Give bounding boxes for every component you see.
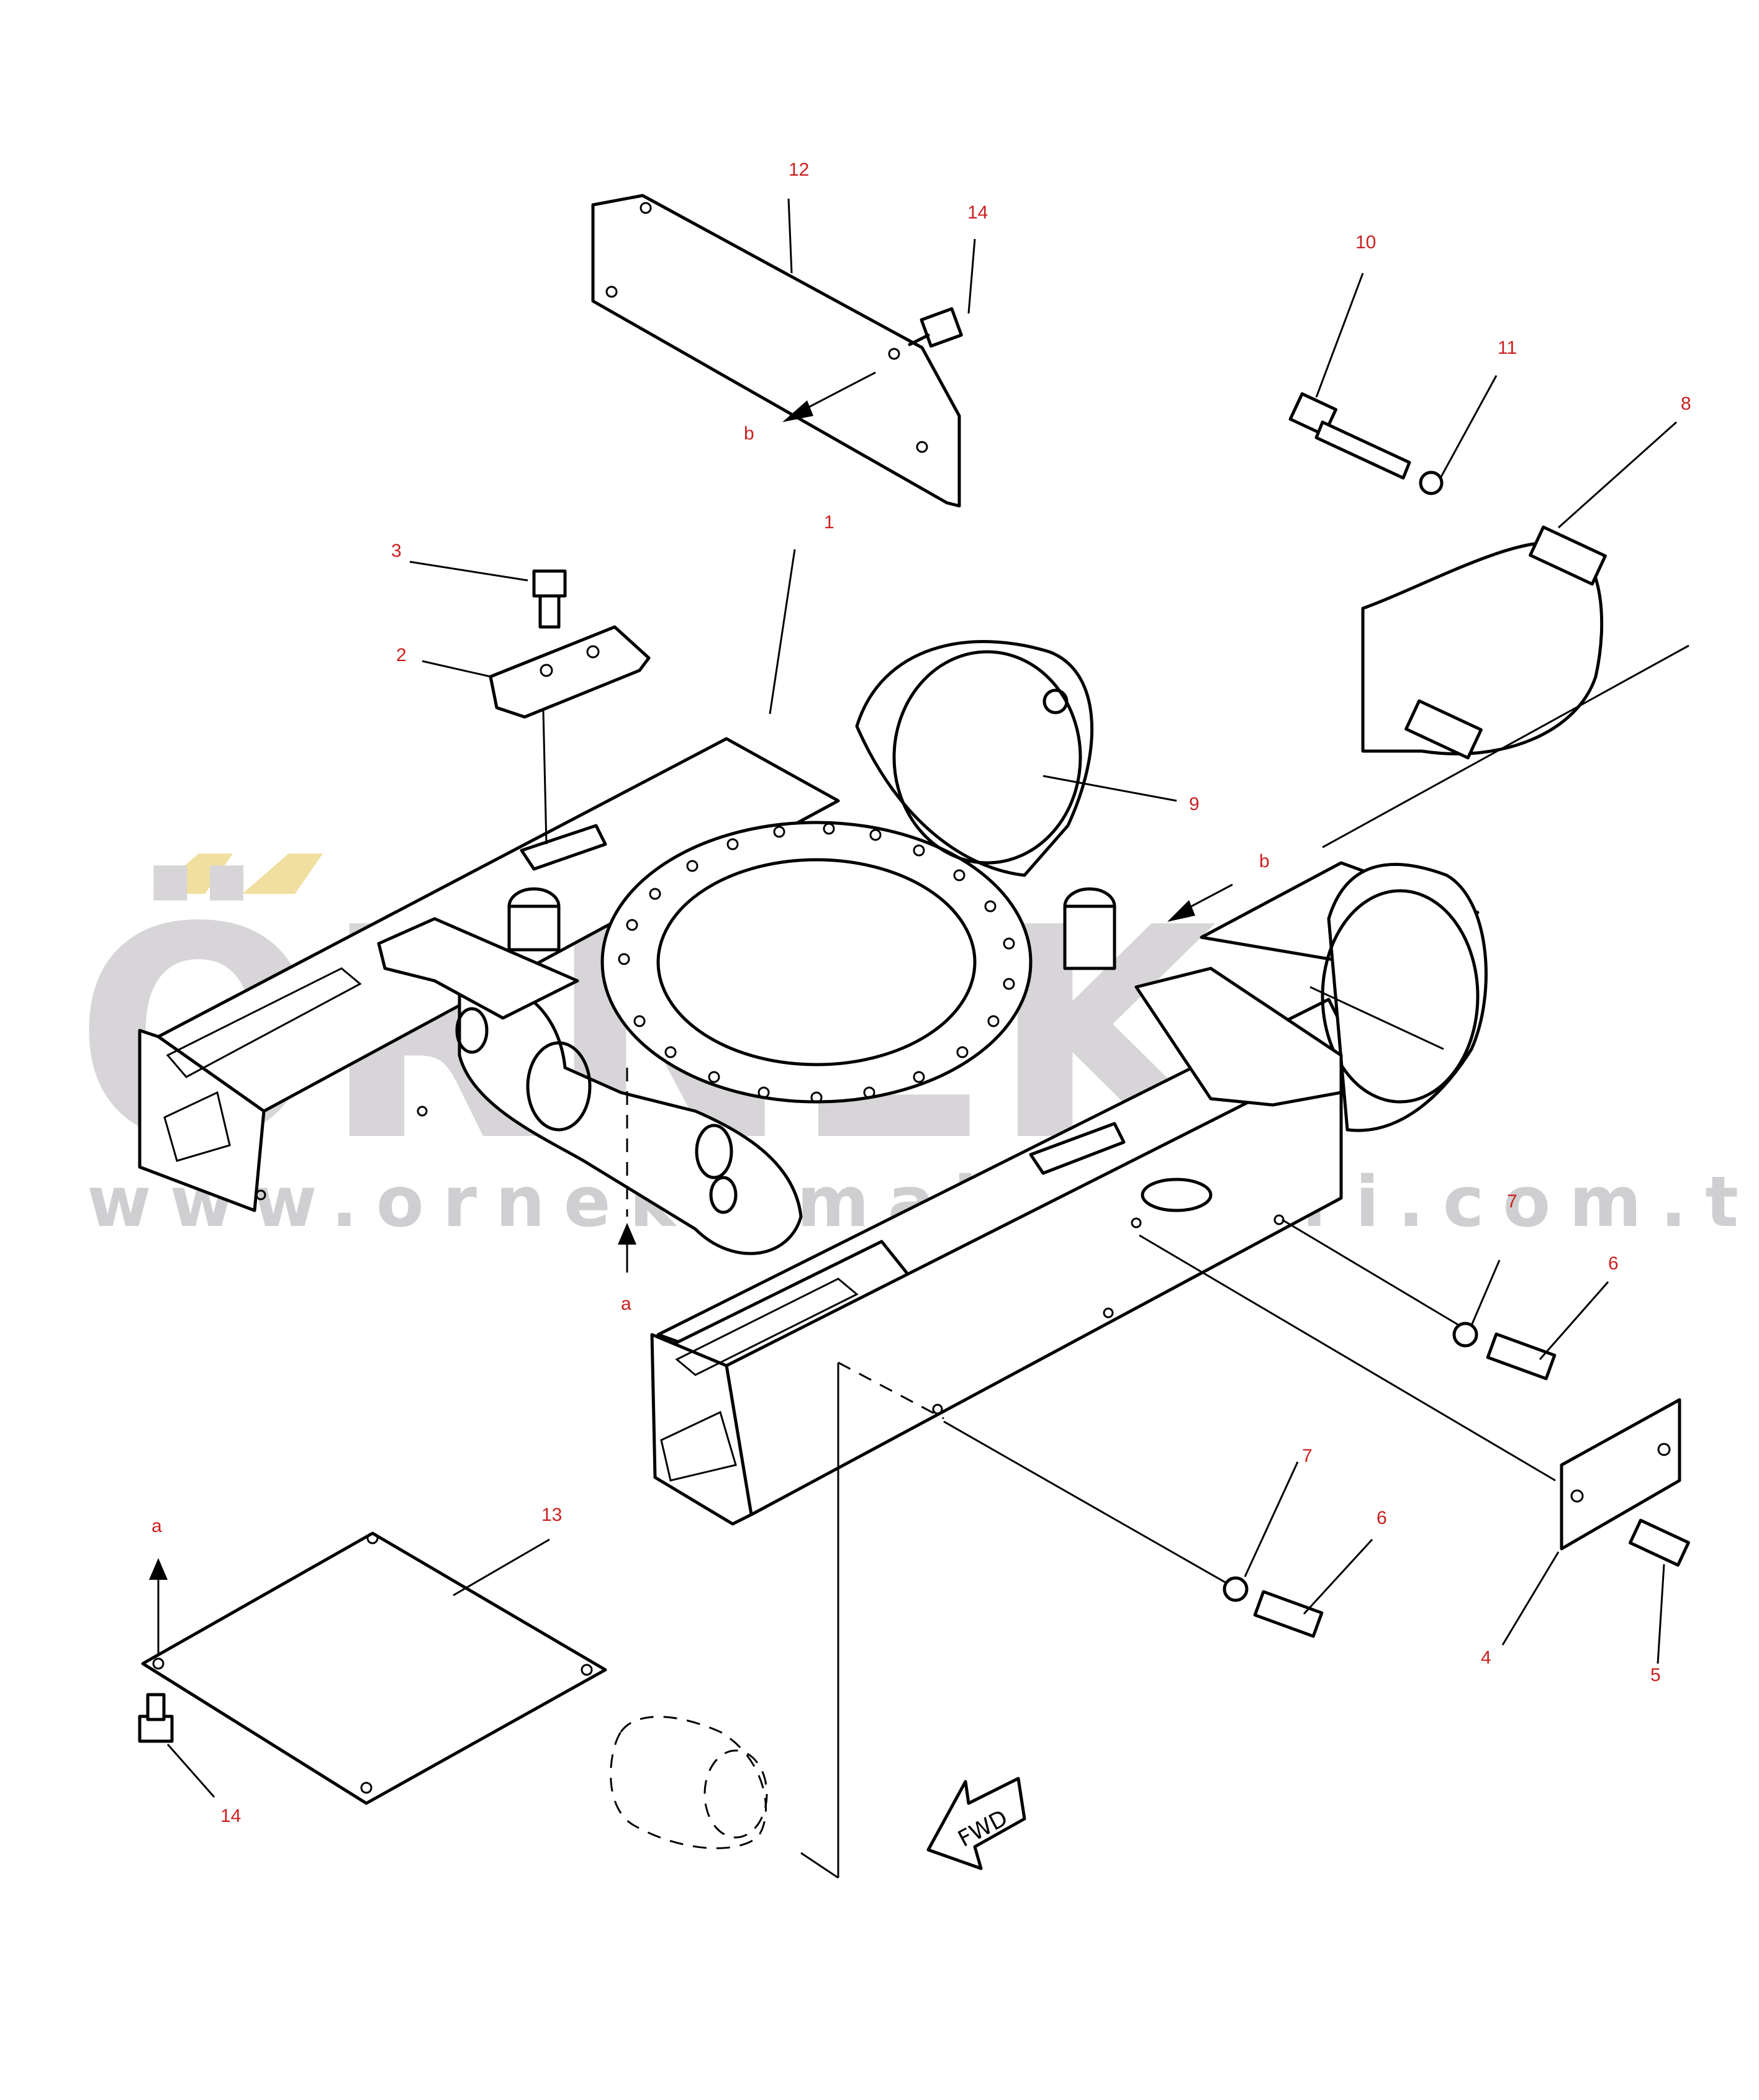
washer-11 <box>1419 471 1444 495</box>
callout-14-lower: 14 <box>220 1806 241 1826</box>
callout-2: 2 <box>396 645 407 665</box>
ref-a-left: a <box>151 1516 162 1536</box>
callout-labels: 12 14 10 11 8 1 3 2 9 7 6 7 6 13 4 5 14 <box>220 160 1691 1826</box>
travel-motor-outline <box>610 1716 768 1849</box>
main-frame <box>138 640 1488 1526</box>
bolt-6-right <box>1486 1332 1557 1381</box>
callout-7-right: 7 <box>1507 1191 1517 1212</box>
bracket-plate-2 <box>489 625 651 719</box>
reference-labels: b b a a <box>151 423 1270 1536</box>
cover-8 <box>1361 525 1607 760</box>
callout-4: 4 <box>1481 1647 1491 1668</box>
callout-10: 10 <box>1355 232 1376 253</box>
callout-11: 11 <box>1498 338 1517 358</box>
callout-14-top: 14 <box>967 202 988 223</box>
ref-b-right: b <box>1259 851 1270 872</box>
callout-6-right: 6 <box>1608 1253 1619 1274</box>
washer-7-lower <box>1223 1576 1249 1602</box>
callout-9: 9 <box>1189 794 1200 814</box>
cover-plate-12 <box>591 194 961 508</box>
cover-plate-13 <box>141 1531 607 1805</box>
bolt-6-lower <box>1253 1590 1324 1638</box>
callout-6-lower: 6 <box>1377 1508 1387 1528</box>
callout-1: 1 <box>824 512 834 533</box>
fwd-arrow: FWD <box>926 1777 1026 1870</box>
ref-a-center: a <box>621 1294 631 1314</box>
ref-b-top: b <box>744 423 754 444</box>
bolt-10 <box>1288 392 1411 480</box>
bolt-5 <box>1628 1518 1690 1567</box>
plate-4 <box>1560 1398 1681 1551</box>
leader-lines <box>149 198 1689 1879</box>
bolt-3 <box>532 569 567 629</box>
bolt-14-top <box>908 307 963 348</box>
callout-13: 13 <box>541 1505 562 1525</box>
callout-12: 12 <box>789 160 809 180</box>
callout-3: 3 <box>391 541 402 561</box>
callout-7-lower: 7 <box>1302 1446 1313 1466</box>
washer-7-right <box>1452 1322 1478 1348</box>
bolt-14-lower <box>138 1693 174 1743</box>
callout-5: 5 <box>1650 1665 1661 1685</box>
callout-8: 8 <box>1681 394 1691 414</box>
